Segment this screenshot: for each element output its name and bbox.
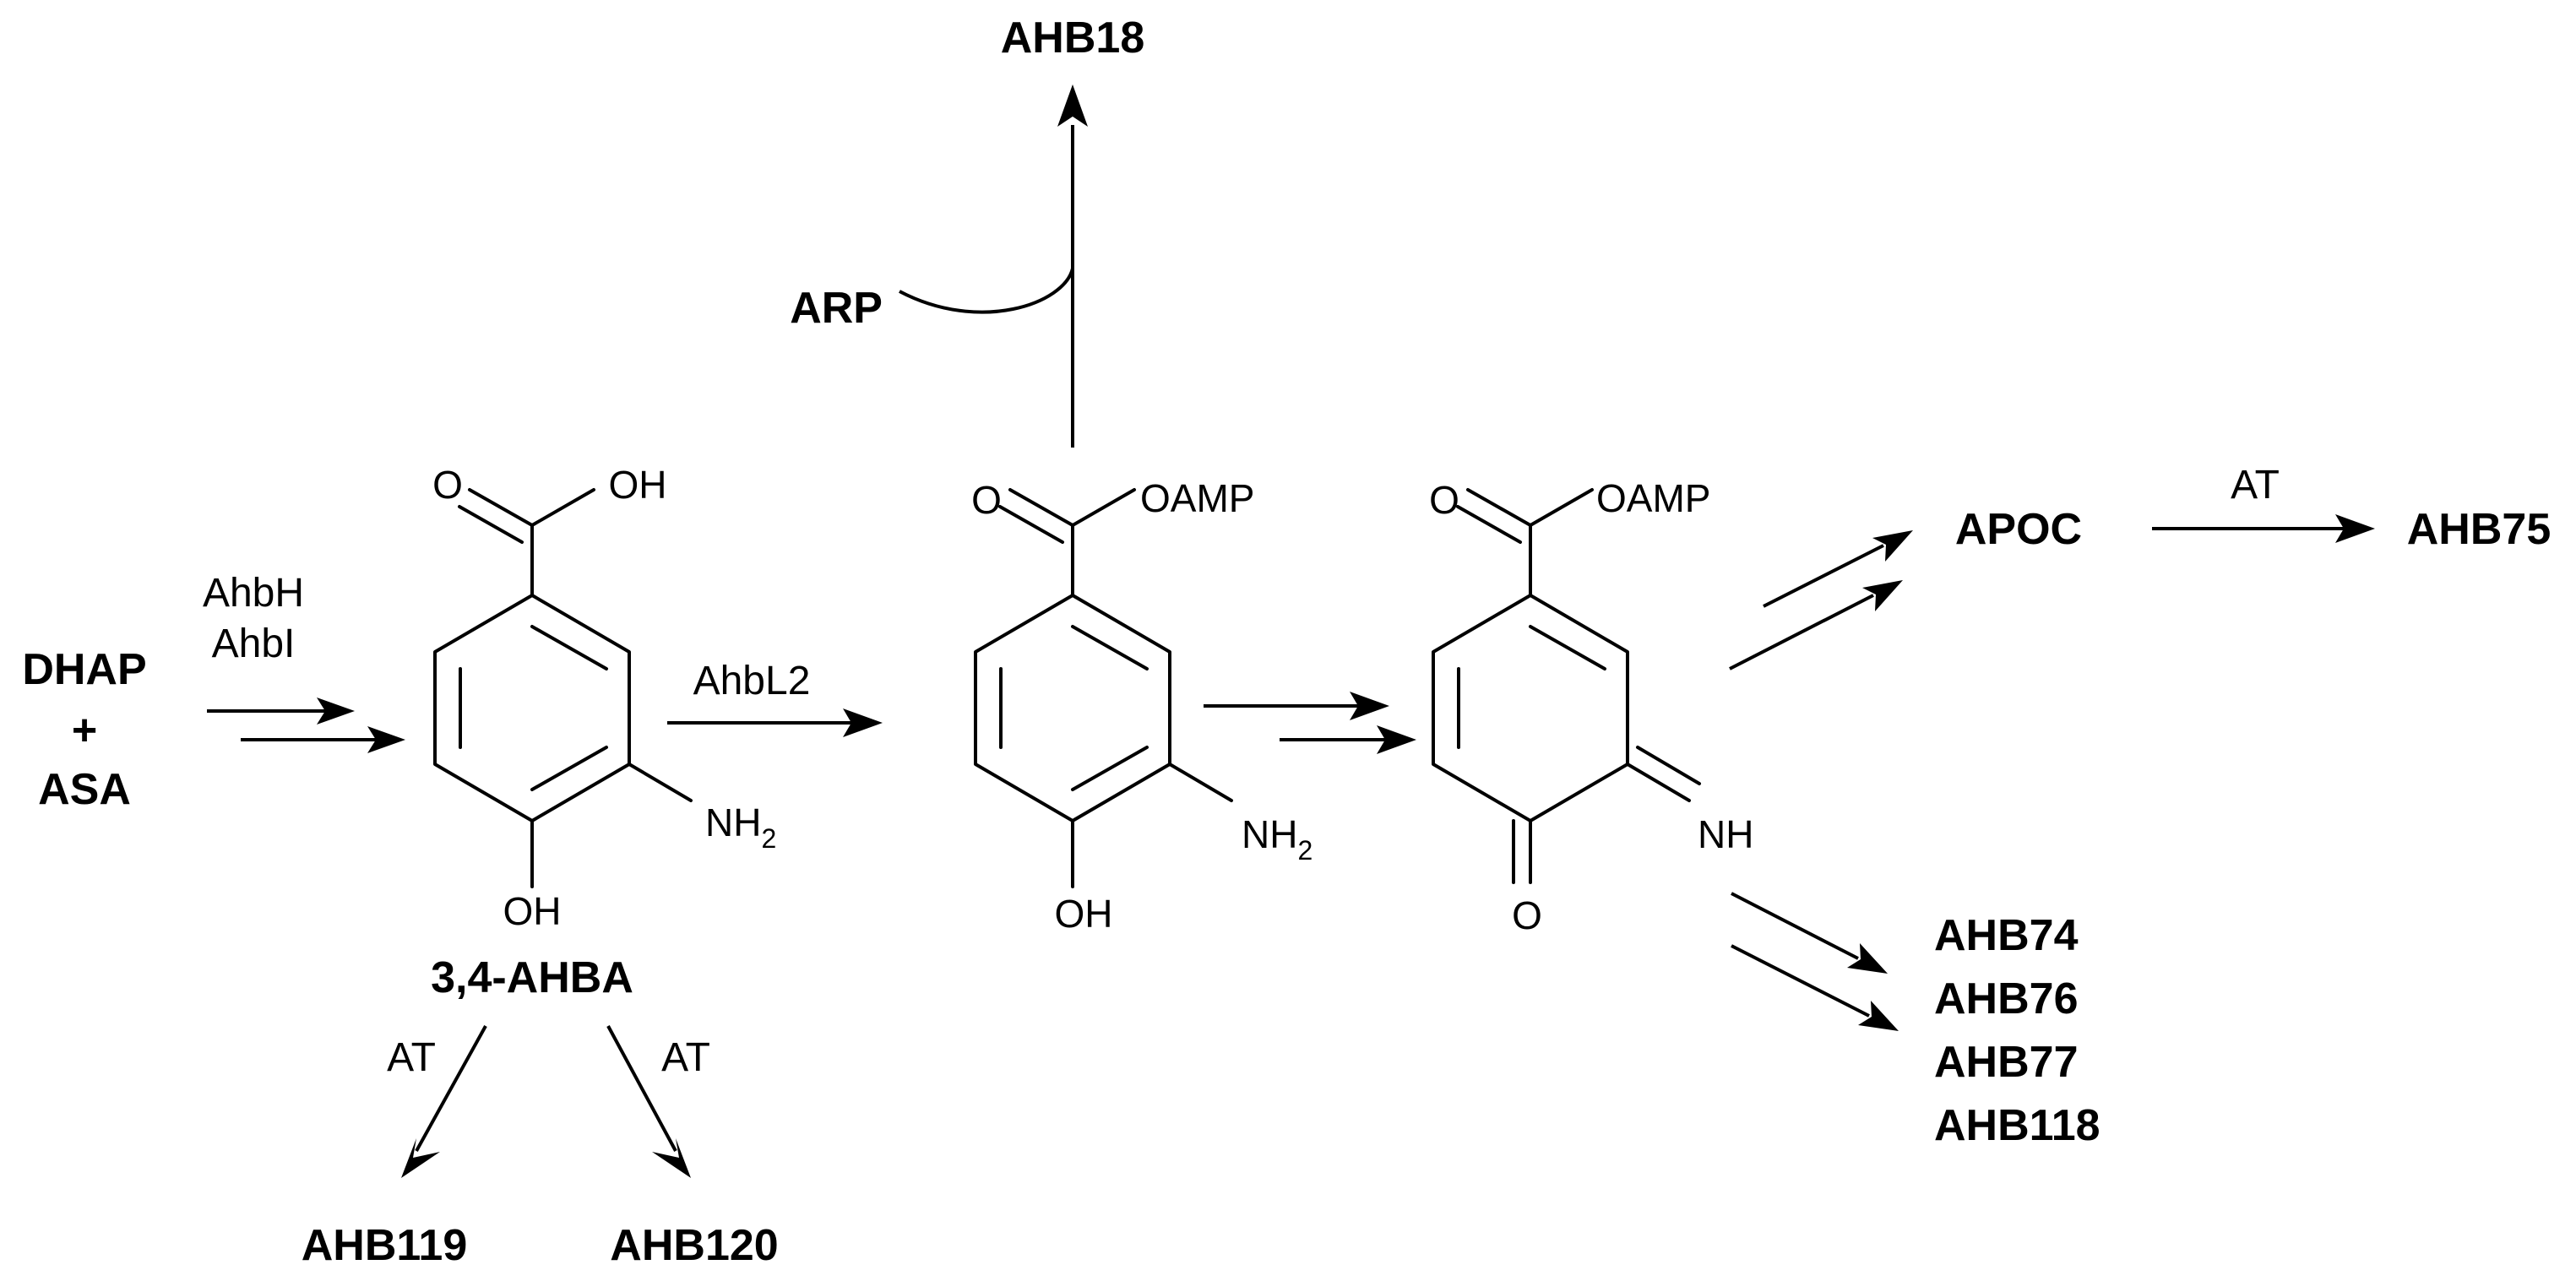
quinone-carbonyl-o: O (1429, 478, 1459, 522)
arrow-ahba-to-ahb120 (606, 1025, 691, 1178)
quinone-imine-structure: O OAMP NH O (1429, 476, 1753, 937)
quinone-oamp: OAMP (1596, 476, 1710, 520)
ahba-structure: O OH NH2 OH (432, 463, 776, 933)
arrow-dhap-to-ahba-1 (207, 697, 355, 725)
adenylate-carbonyl-o: O (971, 478, 1002, 522)
arrow-dhap-to-ahba-2 (241, 726, 405, 753)
ahb120-label: AHB120 (610, 1221, 778, 1270)
arrow-to-products-1 (1731, 892, 1888, 974)
dhap-label: DHAP (22, 645, 146, 694)
product-ahb76: AHB76 (1934, 974, 2079, 1023)
quinone-keto-o: O (1512, 893, 1542, 937)
arrow-to-quinone-1 (1204, 692, 1389, 720)
arrow-to-apoc-1 (1763, 530, 1913, 608)
arrow-ahba-to-ahb119 (401, 1025, 487, 1178)
quinone-imine-nh: NH (1698, 812, 1753, 856)
arrow-apoc-to-ahb75 (2152, 514, 2375, 543)
enzyme-at-apoc-label: AT (2231, 463, 2280, 508)
arp-incoming-curve (899, 268, 1074, 314)
arrow-to-products-2 (1731, 944, 1899, 1031)
asa-label: ASA (38, 765, 131, 814)
ahba-carbonyl-o: O (432, 463, 463, 507)
ahba-amine: NH2 (705, 801, 776, 854)
enzyme-ahbi-label: AhbI (212, 622, 296, 666)
product-ahb118: AHB118 (1934, 1101, 2100, 1150)
adenylate-oamp: OAMP (1140, 476, 1254, 520)
ahb75-label: AHB75 (2407, 505, 2552, 554)
product-ahb74: AHB74 (1934, 911, 2079, 960)
enzyme-at-right-label: AT (661, 1035, 710, 1080)
arrow-to-ahb18 (1057, 84, 1088, 448)
adenylate-structure: O OAMP NH2 OH (971, 476, 1312, 936)
dhap-asa-label: DHAP + ASA (22, 645, 146, 814)
ahba-hydroxyl-oh: OH (609, 463, 667, 507)
plus-label: + (72, 706, 97, 755)
ahb119-label: AHB119 (302, 1221, 468, 1270)
adenylate-phenol-oh: OH (1055, 892, 1113, 936)
products-list: AHB74 AHB76 AHB77 AHB118 (1934, 911, 2100, 1150)
arrow-to-apoc-2 (1729, 580, 1903, 670)
ahba-label: 3,4-AHBA (431, 953, 633, 1002)
enzyme-ahbh-label: AhbH (203, 571, 304, 616)
ahba-phenol-oh: OH (503, 889, 562, 933)
ahb18-label: AHB18 (1001, 14, 1145, 62)
arrow-ahbl2 (667, 708, 883, 737)
enzyme-ahbl2-label: AhbL2 (693, 659, 811, 703)
arrow-to-quinone-2 (1280, 725, 1416, 754)
adenylate-amine: NH2 (1242, 812, 1312, 866)
apoc-label: APOC (1955, 505, 2082, 554)
enzyme-at-left-label: AT (387, 1035, 436, 1080)
arp-label: ARP (790, 284, 883, 333)
product-ahb77: AHB77 (1934, 1038, 2079, 1087)
